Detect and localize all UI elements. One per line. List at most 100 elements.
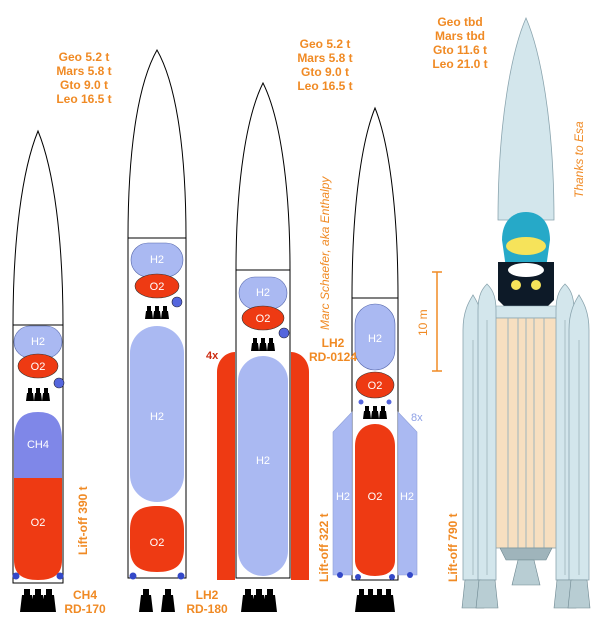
rocket-2	[127, 48, 187, 612]
rocket-4-upper-o2-label: O2	[367, 380, 383, 392]
rocket-5-core-lines	[507, 318, 545, 548]
rocket-2-h2-label: H2	[149, 411, 165, 423]
rocket-4-sphere	[358, 399, 364, 405]
rocket-3-performance: Geo 5.2 t Mars 5.8 t Gto 9.0 t Leo 16.5 …	[285, 37, 365, 93]
rocket-5-payload-top	[506, 237, 546, 255]
rocket-2-o2-tank	[130, 506, 184, 572]
rocket-4-liftoff-label: Lift-off 322 t	[317, 513, 331, 582]
rocket-4-left-h2-label: H2	[335, 491, 351, 503]
rocket-2-o2-label: O2	[149, 537, 165, 549]
rocket-3-engine-label: LH2 RD-0124	[305, 336, 361, 364]
rocket-1-upper-o2-label: O2	[30, 361, 46, 373]
thanks-credit: Thanks to Esa	[572, 121, 586, 198]
rocket-5	[461, 17, 591, 609]
rocket-3-h2-label: H2	[255, 455, 271, 467]
perf-line: Mars 5.8 t	[56, 64, 112, 78]
engine-propellant: LH2	[321, 336, 345, 350]
rocket-5-upper-sphere	[511, 280, 521, 290]
rocket-1-foot	[56, 572, 64, 580]
rocket-1-o2-tank	[14, 478, 62, 580]
rocket-2-fairing	[127, 48, 187, 239]
engine-model: RD-0124	[308, 350, 358, 364]
rocket-4-upper-engines	[363, 406, 387, 419]
engine-propellant: CH4	[72, 588, 97, 602]
rocket-5-booster-lines	[472, 320, 580, 575]
rocket-3-booster-right	[291, 352, 309, 580]
rocket-5-engine-bay	[499, 547, 553, 561]
rocket-4-foot	[407, 572, 413, 578]
rocket-2-upper-o2-label: O2	[149, 281, 165, 293]
rocket-4-booster-left	[332, 411, 353, 576]
rocket-1-sphere	[53, 377, 65, 389]
rocket-1-ch4-tank	[14, 412, 62, 478]
rocket-4-foot	[355, 574, 361, 580]
rocket-1-foot	[12, 572, 20, 580]
perf-line: Leo 16.5 t	[297, 79, 353, 93]
rocket-4-sphere	[386, 399, 392, 405]
rocket-1-main-engines	[20, 589, 56, 612]
perf-line: Leo 21.0 t	[432, 57, 488, 71]
rocket-3-h2-tank	[238, 356, 288, 576]
rocket-1	[12, 129, 65, 612]
rocket-2-engine-label: LH2 RD-180	[182, 588, 232, 616]
rocket-1-upper-o2-tank	[17, 353, 59, 379]
rocket-1-ch4-label: CH4	[26, 439, 50, 451]
perf-line: Mars 5.8 t	[297, 51, 353, 65]
rocket-2-sphere	[171, 296, 183, 308]
rocket-4-main-engines	[355, 589, 395, 612]
rocket-3	[217, 81, 309, 612]
perf-line: Leo 16.5 t	[56, 92, 112, 106]
rocket-4-upper-h2-tank	[354, 303, 396, 371]
engine-model: RD-180	[186, 602, 228, 616]
rocket-4-right-h2-label: H2	[399, 491, 415, 503]
rocket-5-liftoff-label: Lift-off 790 t	[446, 513, 460, 582]
rocket-3-sphere	[278, 327, 290, 339]
rocket-5-performance: Geo tbd Mars tbd Gto 11.6 t Leo 21.0 t	[420, 15, 500, 71]
rocket-4-foot	[389, 574, 395, 580]
rocket-1-performance: Geo 5.2 t Mars 5.8 t Gto 9.0 t Leo 16.5 …	[44, 50, 124, 106]
rocket-4-booster-count: 8x	[411, 412, 423, 424]
perf-line: Geo 5.2 t	[58, 50, 110, 64]
scale-label: 10 m	[416, 309, 430, 336]
rocket-3-booster-left	[217, 352, 235, 580]
rocket-4-fairing	[351, 106, 399, 299]
rocket-5-fairing	[497, 17, 555, 221]
rocket-2-upper-o2-tank	[134, 273, 180, 299]
rocket-5-upper-tank	[508, 263, 544, 277]
rocket-5-upper-sphere	[531, 280, 541, 290]
rocket-2-upper-h2-label: H2	[149, 254, 165, 266]
rocket-1-o2-label: O2	[30, 517, 46, 529]
rocket-5-main-nozzle	[511, 559, 541, 586]
rocket-1-engine-label: CH4 RD-170	[60, 588, 110, 616]
rocket-2-foot	[177, 572, 185, 580]
rocket-1-liftoff-label: Lift-off 390 t	[76, 486, 90, 555]
rocket-2-foot	[129, 572, 137, 580]
rocket-4-o2-label: O2	[367, 491, 383, 503]
rocket-3-booster-count: 4x	[206, 350, 219, 362]
rocket-5-booster-nozzles	[461, 579, 591, 609]
rocket-1-fairing	[12, 129, 64, 326]
rocket-3-fairing	[235, 81, 291, 271]
rocket-3-upper-h2-label: H2	[255, 287, 271, 299]
engine-model: RD-170	[64, 602, 106, 616]
rocket-2-upper-engines	[145, 306, 169, 319]
rocket-2-h2-tank	[130, 326, 184, 502]
perf-line: Mars tbd	[434, 29, 485, 43]
author-credit: Marc Schaefer, aka Enthalpy	[318, 176, 332, 330]
scale-bar	[432, 271, 442, 372]
perf-line: Gto 11.6 t	[432, 43, 488, 57]
rocket-3-main-engines	[241, 589, 277, 612]
rocket-3-upper-o2-label: O2	[255, 313, 271, 325]
rocket-4-o2-tank	[355, 424, 395, 576]
perf-line: Geo tbd	[437, 15, 483, 29]
perf-line: Geo 5.2 t	[299, 37, 351, 51]
engine-propellant: LH2	[195, 588, 219, 602]
perf-line: Gto 9.0 t	[59, 78, 108, 92]
rocket-2-main-engines	[139, 589, 175, 612]
rocket-4	[332, 106, 418, 612]
rocket-4-foot	[337, 572, 343, 578]
rocket-1-upper-h2-label: H2	[30, 336, 46, 348]
perf-line: Gto 9.0 t	[300, 65, 349, 79]
rocket-5-stage-adapter	[493, 305, 559, 319]
